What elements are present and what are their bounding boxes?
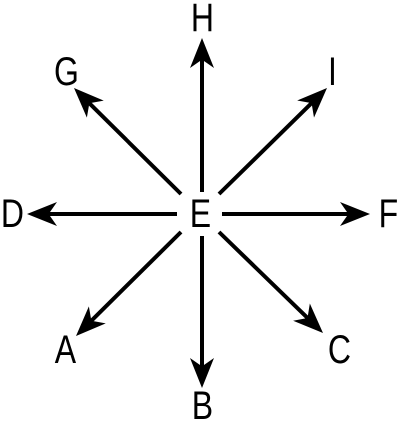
arrowhead bbox=[293, 303, 323, 333]
arrow-e-to-i bbox=[217, 88, 327, 196]
arrow-e-to-g bbox=[74, 88, 183, 196]
arrow-e-to-c bbox=[217, 230, 323, 333]
arrow-e-to-d bbox=[27, 202, 177, 226]
arrowhead bbox=[297, 88, 327, 118]
arrow-shaft bbox=[89, 230, 183, 323]
node-label-a: A bbox=[54, 328, 76, 372]
node-label-i: I bbox=[327, 50, 337, 94]
arrow-e-to-h bbox=[190, 38, 214, 192]
node-label-c: C bbox=[327, 328, 351, 372]
node-label-f: F bbox=[378, 192, 399, 236]
arrow-e-to-b bbox=[190, 236, 214, 388]
arrow-shaft bbox=[87, 101, 183, 196]
arrow-shaft bbox=[217, 101, 314, 196]
arrowhead bbox=[340, 202, 370, 226]
node-label-b: B bbox=[191, 384, 213, 428]
node-label-h: H bbox=[190, 0, 214, 40]
arrowhead bbox=[190, 358, 214, 388]
arrowhead bbox=[74, 88, 104, 118]
arrow-shaft bbox=[217, 230, 310, 320]
arrowhead bbox=[190, 38, 214, 68]
node-label-g: G bbox=[53, 50, 79, 94]
arrow-e-to-f bbox=[222, 202, 370, 226]
arrow-e-to-a bbox=[76, 230, 183, 336]
center-label-e: E bbox=[189, 192, 211, 236]
arrowhead bbox=[76, 306, 106, 336]
node-label-d: D bbox=[0, 192, 24, 236]
arrowhead bbox=[27, 202, 57, 226]
